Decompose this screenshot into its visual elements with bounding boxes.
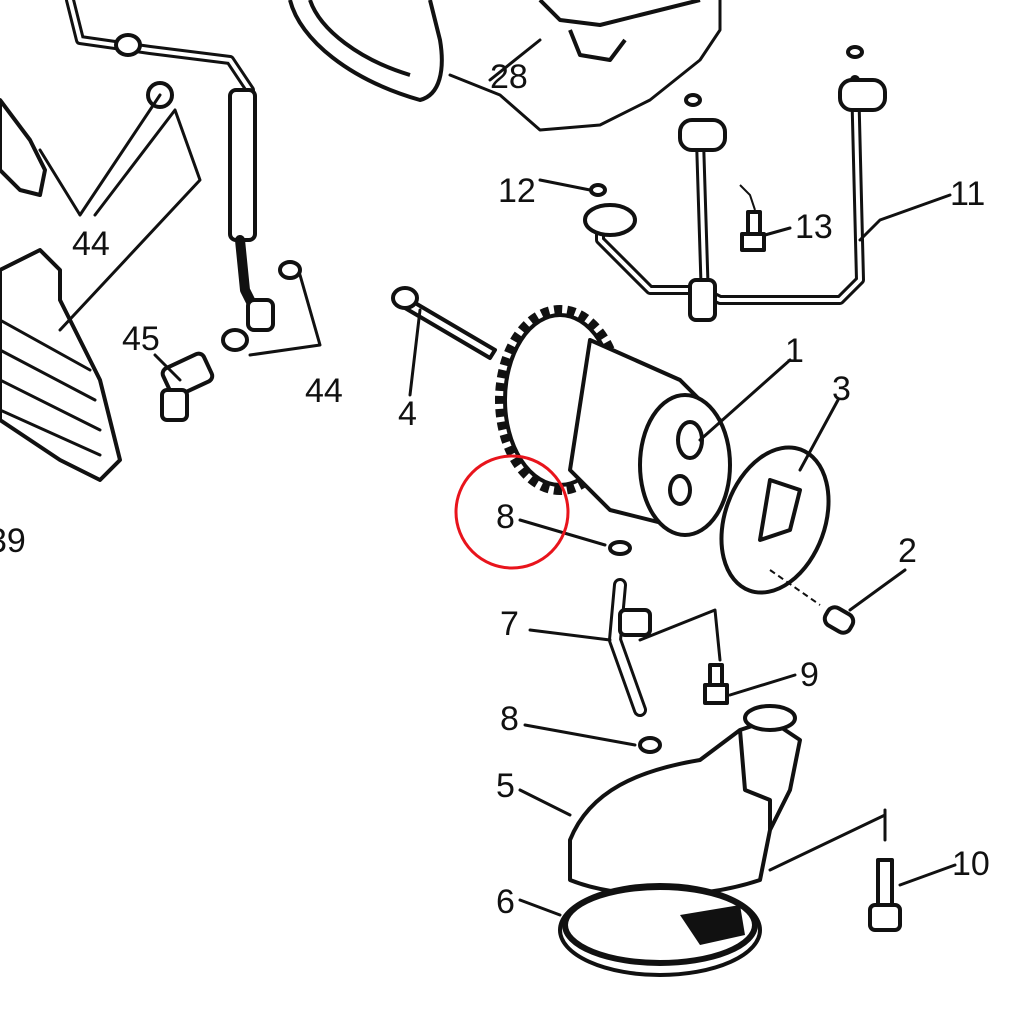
engine-case-part — [288, 0, 722, 132]
pin-part-2 — [822, 605, 856, 635]
callout-12: 12 — [498, 172, 536, 210]
callout-9: 9 — [800, 656, 819, 694]
callout-5: 5 — [496, 767, 515, 805]
strainer-part-5 — [568, 704, 802, 897]
callout-39: 39 — [0, 522, 26, 560]
callout-6: 6 — [496, 883, 515, 921]
highlight-circle — [454, 454, 570, 570]
callout-45: 45 — [122, 320, 160, 358]
callout-28: 28 — [490, 58, 528, 96]
o-ring-part-8b — [638, 736, 662, 754]
callout-44-right: 44 — [305, 372, 343, 410]
gasket-part-6 — [558, 883, 762, 977]
callout-13: 13 — [795, 208, 833, 246]
callout-4: 4 — [398, 395, 417, 433]
callout-11: 11 — [950, 175, 985, 213]
bolt-part-9 — [703, 663, 729, 705]
bolt-part-10 — [868, 858, 902, 932]
callout-7: 7 — [500, 605, 519, 643]
callout-10: 10 — [952, 845, 990, 883]
oil-pipe-part-11 — [583, 45, 887, 322]
callout-44-left: 44 — [72, 225, 110, 263]
hose-assembly-part — [0, 0, 302, 482]
o-ring-part-8 — [608, 540, 632, 556]
bolt-part-13 — [740, 210, 766, 252]
callout-3: 3 — [832, 370, 851, 408]
bolt-part-4 — [391, 286, 497, 360]
cover-part-3 — [719, 445, 831, 595]
callout-2: 2 — [898, 532, 917, 570]
oil-pump-part-1 — [495, 305, 732, 537]
pipe-part-7 — [608, 578, 652, 717]
callout-8-highlighted: 8 — [496, 498, 515, 536]
callout-1: 1 — [785, 332, 804, 370]
callout-8: 8 — [500, 700, 519, 738]
leader-lines — [38, 38, 957, 917]
